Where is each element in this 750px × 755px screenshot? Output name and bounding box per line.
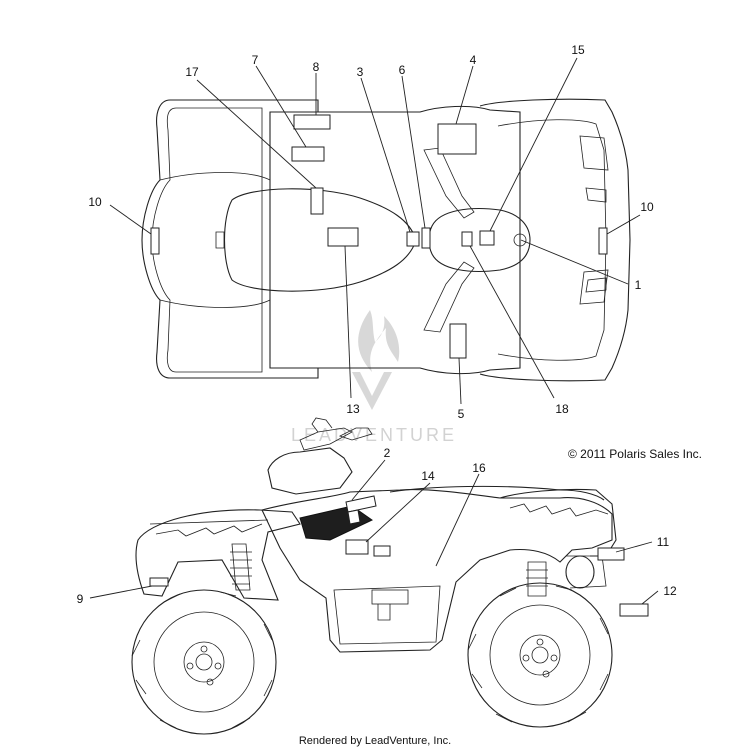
callout-1: 1 bbox=[635, 278, 642, 292]
callout-14: 14 bbox=[421, 469, 435, 483]
callout-8: 8 bbox=[313, 60, 320, 74]
callout-16: 16 bbox=[472, 461, 486, 475]
decal-6 bbox=[421, 227, 431, 249]
footer-text: Rendered by LeadVenture, Inc. bbox=[299, 735, 451, 747]
copyright-text: © 2011 Polaris Sales Inc. bbox=[568, 447, 702, 461]
decal-13 bbox=[327, 227, 359, 247]
decal-3 bbox=[406, 231, 420, 247]
decal-9 bbox=[149, 577, 169, 587]
callout-13: 13 bbox=[346, 402, 360, 416]
callout-10-rear: 10 bbox=[88, 195, 102, 209]
watermark-text: LEADVENTURE bbox=[291, 425, 457, 445]
decal-12 bbox=[619, 603, 649, 617]
callout-7: 7 bbox=[252, 53, 259, 67]
callout-2: 2 bbox=[384, 446, 391, 460]
callout-18: 18 bbox=[555, 402, 569, 416]
decal-8 bbox=[293, 114, 331, 130]
callout-4: 4 bbox=[470, 53, 477, 67]
decal-5 bbox=[449, 323, 467, 359]
callout-15: 15 bbox=[571, 43, 585, 57]
decal-2b bbox=[347, 509, 361, 525]
decal-4 bbox=[437, 123, 477, 155]
callout-17: 17 bbox=[185, 65, 199, 79]
decal-7 bbox=[291, 146, 325, 162]
decal-15 bbox=[479, 230, 495, 246]
decal-10-front bbox=[598, 227, 608, 255]
decal-2 bbox=[345, 495, 377, 513]
decal-14 bbox=[345, 539, 369, 555]
decal-11 bbox=[597, 547, 625, 561]
atv-side-view bbox=[131, 417, 649, 735]
callout-5: 5 bbox=[458, 407, 465, 421]
atv-top-view bbox=[141, 98, 631, 382]
callout-10-front: 10 bbox=[640, 200, 654, 214]
decal-18 bbox=[461, 231, 473, 247]
callout-6: 6 bbox=[399, 63, 406, 77]
decal-17 bbox=[310, 187, 324, 215]
callout-3: 3 bbox=[357, 65, 364, 79]
watermark-logo bbox=[352, 310, 400, 410]
decal-10-rear bbox=[150, 227, 160, 255]
callout-numbers: 1 2 3 4 5 6 7 8 9 10 10 11 12 13 14 15 1… bbox=[77, 43, 677, 606]
callout-12: 12 bbox=[663, 584, 677, 598]
callout-11: 11 bbox=[657, 535, 670, 549]
side-view-leaders bbox=[89, 459, 659, 605]
decal-14b bbox=[373, 545, 391, 557]
callout-9: 9 bbox=[77, 592, 84, 606]
top-view-leaders bbox=[109, 57, 641, 405]
